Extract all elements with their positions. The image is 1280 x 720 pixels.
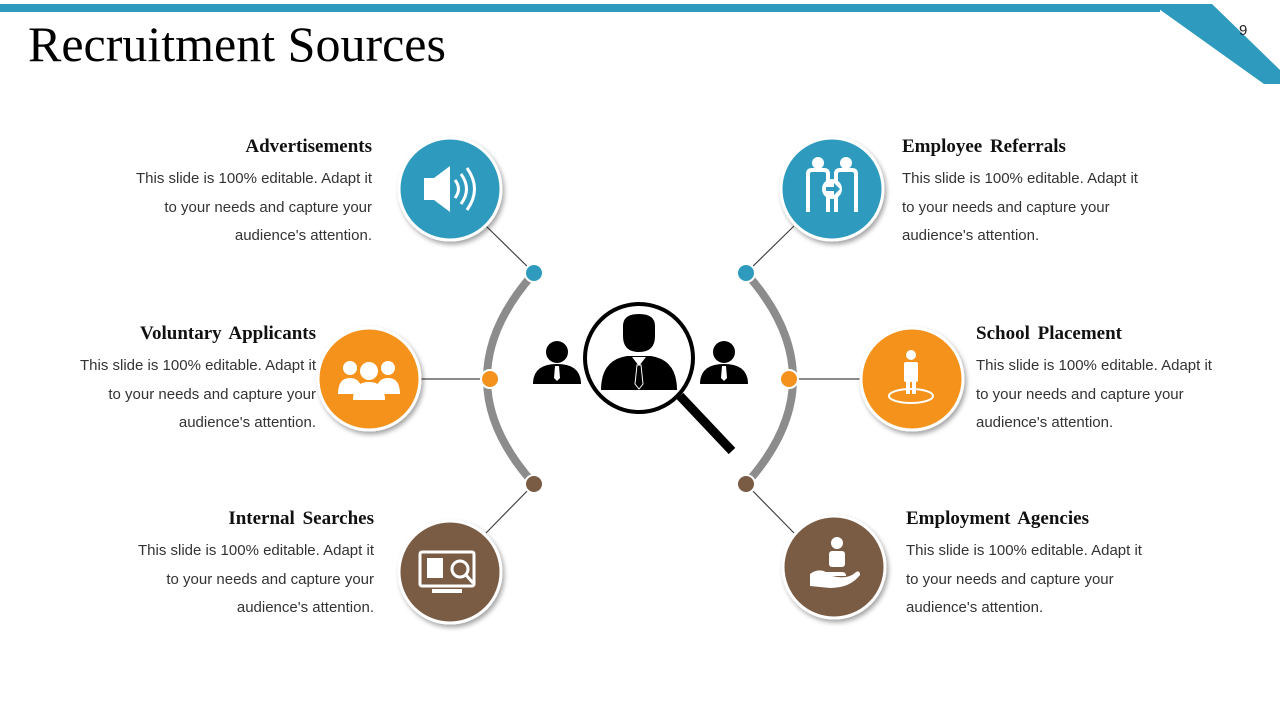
source-title: Employment Agencies [906,508,1089,529]
source-circle-school-placement [859,326,965,432]
source-title: Advertisements [245,136,372,157]
computer-search-icon [418,550,476,593]
source-advertisements: Advertisements This slide is 100% editab… [52,135,372,251]
connectors [420,225,860,534]
source-title: School Placement [976,323,1123,344]
source-body: This slide is 100% editable. Adapt it to… [138,542,374,616]
person-right-icon [700,341,748,384]
person-pin-icon [888,350,934,404]
source-internal-searches: Internal Searches This slide is 100% edi… [54,507,374,623]
source-title: Employee Referrals [902,136,1066,157]
source-employee-referrals: Employee Referrals This slide is 100% ed… [902,135,1222,251]
person-center-icon [601,314,677,390]
people-group-icon [338,361,400,400]
page-number: 9 [1239,22,1248,39]
source-circle-employment-agencies [781,514,887,620]
source-body: This slide is 100% editable. Adapt it to… [80,357,316,431]
source-circle-employee-referrals [779,136,885,242]
source-voluntary-applicants: Voluntary Applicants This slide is 100% … [0,322,316,438]
connector-dots [480,263,799,494]
source-body: This slide is 100% editable. Adapt it to… [976,357,1212,431]
page-title: Recruitment Sources [28,16,446,72]
source-school-placement: School Placement This slide is 100% edit… [976,322,1280,438]
header-banner [0,4,1280,84]
source-circle-internal-searches [397,519,503,625]
source-body: This slide is 100% editable. Adapt it to… [906,542,1142,616]
referral-icon [806,157,858,212]
source-circle-voluntary-applicants [316,326,422,432]
source-body: This slide is 100% editable. Adapt it to… [902,170,1138,244]
source-employment-agencies: Employment Agencies This slide is 100% e… [906,507,1226,623]
source-title: Voluntary Applicants [140,323,316,344]
magnifier-people-icon [533,302,748,455]
person-left-icon [533,341,581,384]
megaphone-icon [424,166,476,212]
source-body: This slide is 100% editable. Adapt it to… [136,170,372,244]
hand-person-icon [810,537,860,588]
source-circle-advertisements [397,136,503,242]
source-title: Internal Searches [228,508,374,529]
